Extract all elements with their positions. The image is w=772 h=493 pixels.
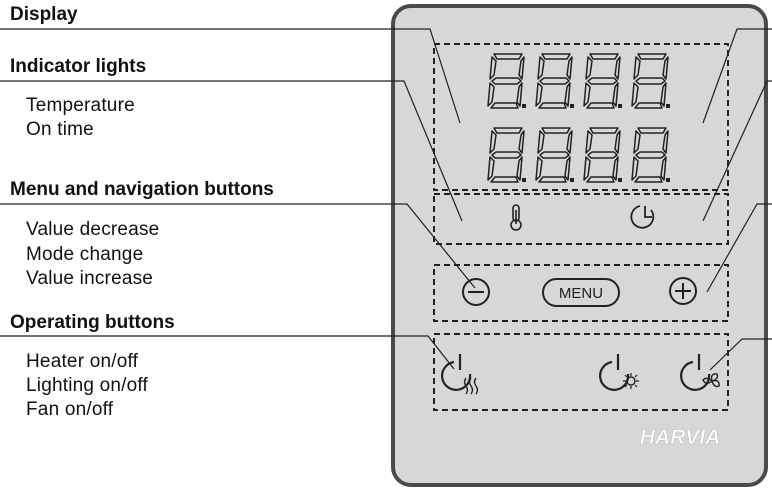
label-lighting-on-off: Lighting on/off	[26, 375, 149, 396]
label-value-increase: Value increase	[26, 268, 154, 289]
label-value-decrease: Value decrease	[26, 219, 160, 240]
plus-button[interactable]	[669, 277, 697, 305]
left-leader-lines	[0, 28, 476, 370]
minus-button[interactable]	[462, 278, 490, 306]
indicator-frame	[433, 193, 729, 245]
light-power-button[interactable]	[599, 354, 639, 391]
fan-power-icon	[680, 354, 720, 391]
clock-icon	[630, 205, 655, 229]
plus-icon	[675, 283, 691, 299]
thermometer-icon	[510, 204, 522, 231]
menu-label: MENU	[559, 285, 603, 302]
label-on-time: On time	[26, 119, 94, 140]
harvia-logo: HARVIA	[640, 426, 721, 449]
fan-power-button[interactable]	[680, 354, 720, 391]
label-fan-on-off: Fan on/off	[26, 399, 114, 420]
heater-power-icon	[441, 354, 479, 395]
label-temperature: Temperature	[26, 95, 135, 116]
operating-frame	[433, 333, 729, 411]
heading-display: Display	[10, 4, 78, 25]
label-heater-on-off: Heater on/off	[26, 351, 139, 372]
right-leader-lines	[702, 28, 772, 371]
heading-indicator-lights: Indicator lights	[10, 56, 147, 77]
menu-button[interactable]: MENU	[542, 278, 620, 307]
label-mode-change: Mode change	[26, 244, 144, 265]
panel-body	[391, 4, 768, 487]
navigation-frame	[433, 264, 729, 322]
light-power-icon	[599, 354, 639, 391]
heading-menu-navigation: Menu and navigation buttons	[10, 179, 274, 200]
heater-power-button[interactable]	[441, 354, 479, 395]
heading-operating-buttons: Operating buttons	[10, 312, 175, 333]
